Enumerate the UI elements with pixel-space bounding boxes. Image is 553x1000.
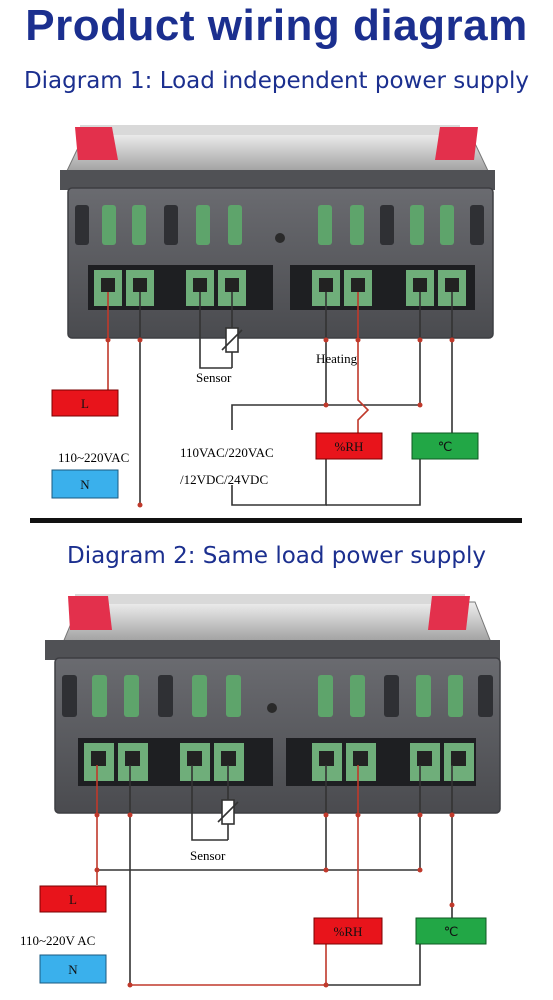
center-screw-2	[267, 703, 277, 713]
supply-voltage-label-1: 110~220VAC	[58, 450, 129, 465]
humidity-box-label-2: %RH	[334, 924, 363, 939]
heating-label: Heating	[316, 351, 358, 366]
terminal-l-box-2: L	[39, 885, 107, 913]
humidity-box-label-1: %RH	[335, 439, 364, 454]
mounting-clip-right	[435, 127, 478, 160]
supply-voltage-label-2: 110~220V AC	[20, 933, 95, 948]
section-divider	[30, 518, 522, 523]
terminal-l-label-1: L	[81, 396, 89, 411]
load-supply-label-line2: /12VDC/24VDC	[180, 472, 268, 487]
humidity-output-box-2: %RH	[313, 917, 383, 945]
mounting-clip-left	[75, 127, 118, 160]
terminal-n-box-2: N	[39, 954, 107, 984]
temperature-box-label-2: ℃	[444, 924, 459, 939]
center-screw	[275, 233, 285, 243]
terminal-n-label-2: N	[68, 962, 78, 977]
temperature-output-box-1: ℃	[411, 432, 479, 460]
wire-junctions-1	[105, 337, 455, 508]
sensor-label-1: Sensor	[196, 370, 232, 385]
vent-slots-1	[75, 205, 484, 245]
mounting-clip-left-2	[68, 596, 112, 630]
load-supply-label-line1: 110VAC/220VAC	[180, 445, 274, 460]
temperature-output-box-2: ℃	[415, 917, 487, 945]
terminal-n-label-1: N	[80, 477, 90, 492]
terminal-n-box-1: N	[51, 469, 119, 499]
controller-unit-1	[60, 125, 495, 339]
terminals-2	[84, 743, 474, 781]
diagram1-subtitle: Diagram 1: Load independent power supply	[23, 68, 530, 94]
terminal-l-label-2: L	[69, 892, 77, 907]
terminal-l-box-1: L	[51, 389, 119, 417]
page-title: Product wiring diagram	[25, 1, 528, 50]
humidity-output-box-1: %RH	[315, 432, 383, 460]
wire-junctions-2	[94, 812, 455, 988]
sensor-label-2: Sensor	[190, 848, 226, 863]
vent-slots-2	[62, 675, 493, 717]
mounting-clip-right-2	[428, 596, 470, 630]
controller-unit-2	[45, 594, 501, 814]
temperature-box-label-1: ℃	[438, 439, 453, 454]
diagram2-subtitle: Diagram 2: Same load power supply	[67, 543, 486, 569]
